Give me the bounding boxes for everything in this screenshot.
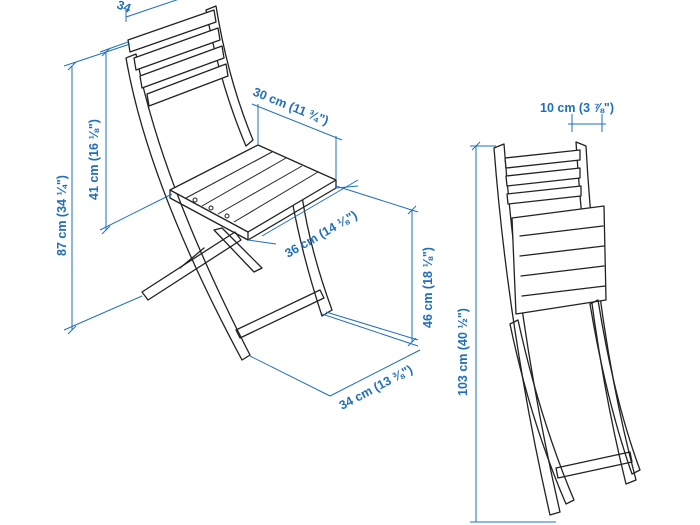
dimension-lines xyxy=(63,0,606,523)
dim-total-height: 87 cm (34 ¼") xyxy=(55,175,69,256)
chair-seat xyxy=(169,144,337,241)
dim-folded-height: 103 cm (40 ½") xyxy=(456,308,470,396)
dim-top-clipped: 34 xyxy=(115,0,133,16)
dim-seat-depth: 30 cm (11 ¾") xyxy=(251,85,331,128)
chair-back-frame xyxy=(125,5,254,361)
dim-base-width: 34 cm (13 ⅜") xyxy=(337,362,415,412)
chair-front-legs xyxy=(141,195,333,339)
dim-backrest-height: 41 cm (16 ⅛") xyxy=(87,119,101,200)
unfolded-chair xyxy=(125,5,337,361)
dim-seat-height: 46 cm (18 ⅛") xyxy=(421,247,435,328)
dim-folded-depth: 10 cm (3 ⅞") xyxy=(540,101,614,115)
folded-chair xyxy=(493,141,641,516)
dim-seat-width: 36 cm (14 ⅛") xyxy=(283,208,360,261)
